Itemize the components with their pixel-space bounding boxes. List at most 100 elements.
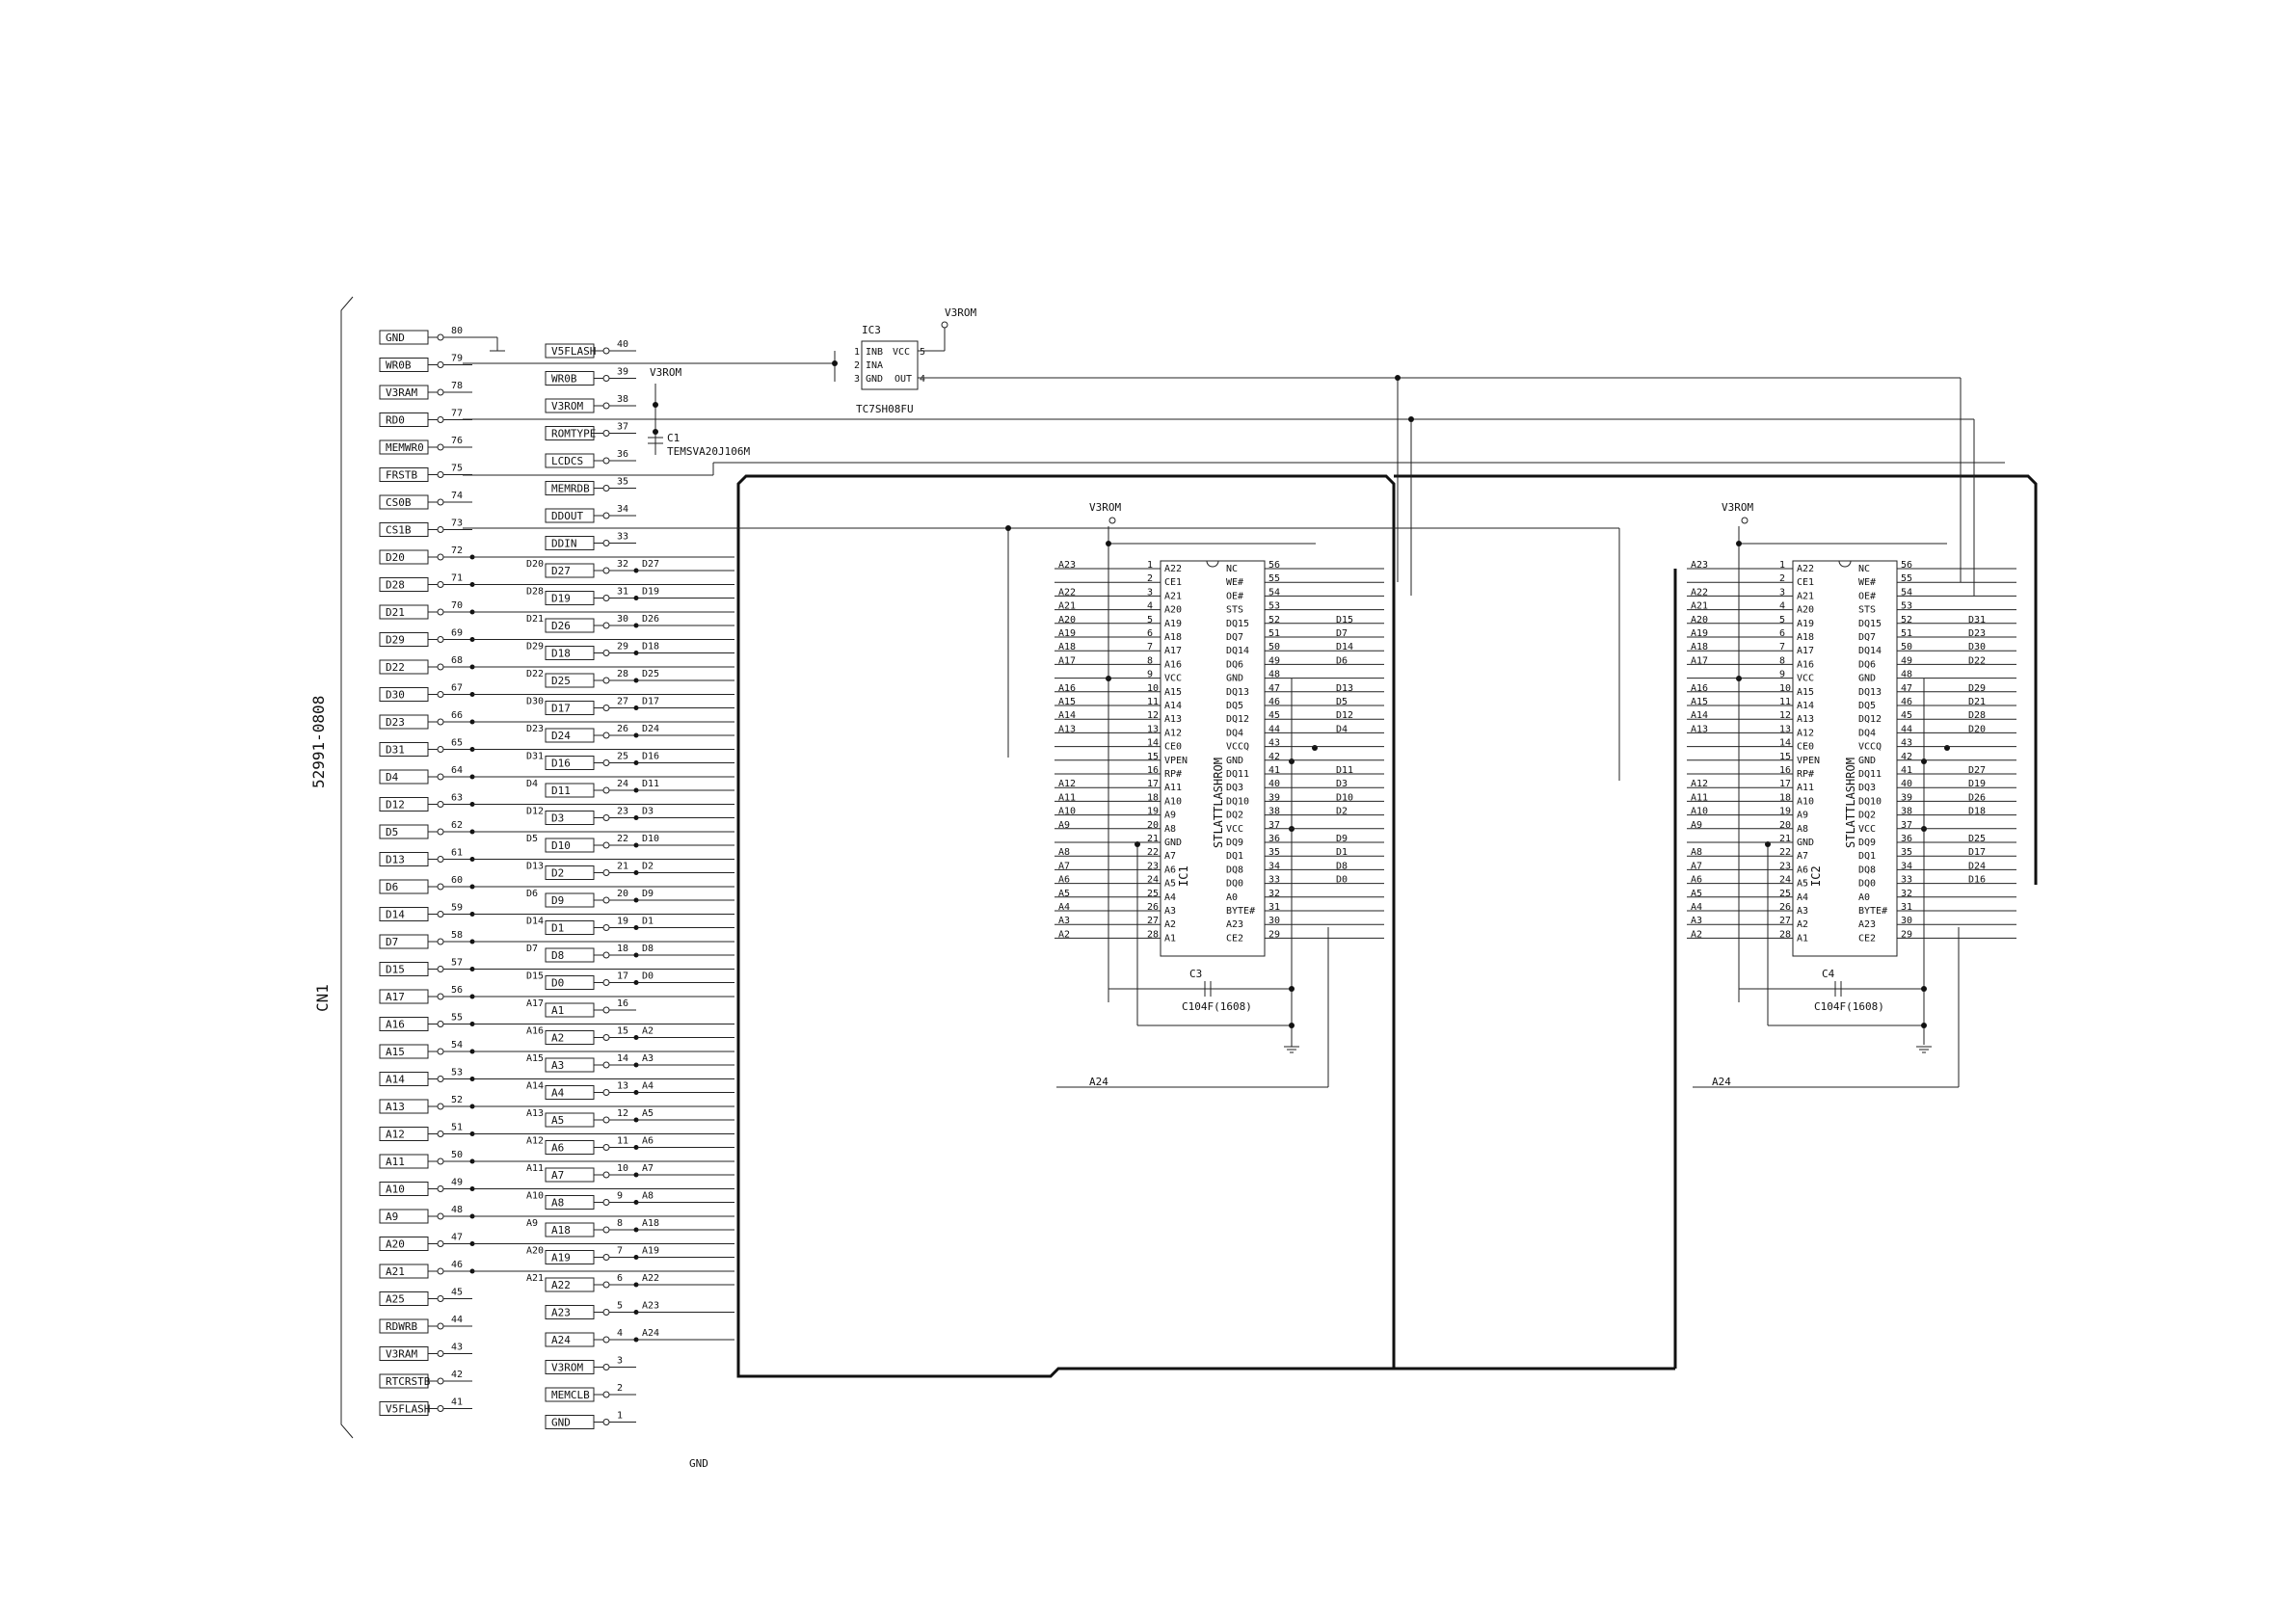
chip-pin-number: 10 <box>1147 683 1159 694</box>
connector-pin-number: 44 <box>451 1315 463 1325</box>
chip-net-label: A20 <box>1058 615 1076 625</box>
chip-pin-number: 55 <box>1268 573 1280 584</box>
net-label: D6 <box>526 889 538 899</box>
chip-pin-number: 21 <box>1779 834 1791 844</box>
chip-net-label: A22 <box>1691 587 1708 598</box>
connector-pin-number: 64 <box>451 765 463 776</box>
chip-pin-name: A19 <box>1797 619 1814 629</box>
connector-pin-label: A23 <box>551 1307 571 1319</box>
chip-pin-number: 8 <box>1147 655 1153 666</box>
chip-net-label: A16 <box>1058 683 1076 694</box>
chip-pin-name: A15 <box>1164 687 1182 698</box>
connector-pin-label: V3ROM <box>551 400 583 412</box>
chip-pin-name: A6 <box>1164 865 1176 875</box>
connector-pin-number: 72 <box>451 545 463 556</box>
chip-pin-name: A9 <box>1164 811 1176 821</box>
chip-net-label: D12 <box>1336 710 1353 721</box>
connector-pin-number: 57 <box>451 958 463 969</box>
chip-net-label: A6 <box>1691 875 1702 886</box>
connector-pin-number: 50 <box>451 1150 463 1160</box>
connector-contact <box>602 1144 610 1151</box>
connector-pin-number: 55 <box>451 1013 463 1024</box>
connector-pin-label: MEMCLB <box>551 1389 590 1401</box>
chip-pin-number: 12 <box>1779 710 1791 721</box>
chip-net-label: A12 <box>1058 779 1076 789</box>
connector-contact <box>437 416 444 423</box>
net-label: D4 <box>526 779 538 789</box>
connector-pin-label: MEMRDB <box>551 483 590 495</box>
chip-net-label: A16 <box>1691 683 1708 694</box>
connector-pin-number: 61 <box>451 848 463 859</box>
chip-pin-name: A2 <box>1797 919 1808 930</box>
connector-pin-label: D3 <box>551 812 564 825</box>
connector-pin-number: 80 <box>451 326 463 336</box>
connector-pin-number: 18 <box>617 944 628 954</box>
chip-pin-name: BYTE# <box>1226 906 1255 917</box>
flash-chip-body <box>1792 560 1898 957</box>
c1-value: TEMSVA20J106M <box>667 445 750 458</box>
connector-pin-label: CS1B <box>386 524 412 537</box>
chip-pin-name: BYTE# <box>1858 906 1887 917</box>
chip-pin-name: DQ13 <box>1858 687 1882 698</box>
connector-contact <box>437 801 444 808</box>
net-label: A20 <box>526 1246 544 1257</box>
chip-pin-name: DQ5 <box>1858 701 1876 711</box>
net-label: D17 <box>642 697 659 707</box>
chip-pin-name: A18 <box>1164 632 1182 643</box>
connector-pin-label: RD0 <box>386 414 405 427</box>
ground-label: GND <box>689 1457 708 1470</box>
net-label: D12 <box>526 807 544 817</box>
connector-pin-number: 42 <box>451 1370 463 1380</box>
chip-pin-name: A14 <box>1164 701 1182 711</box>
connector-pin-number: 32 <box>617 559 628 570</box>
connector-pin-label: D7 <box>386 936 398 948</box>
ic2-supply-label: V3ROM <box>1722 501 1753 514</box>
connector-contact <box>602 841 610 849</box>
connector-pin-label: FRSTB <box>386 469 417 482</box>
chip-pin-name: WE# <box>1858 577 1876 588</box>
connector-pin-label: A7 <box>551 1169 564 1182</box>
connector-pin-number: 41 <box>451 1397 463 1408</box>
connector-contact <box>602 1034 610 1041</box>
ic1-supply-label: V3ROM <box>1089 501 1121 514</box>
connector-pin-label: MEMWR0 <box>386 441 424 454</box>
connector-pin-number: 45 <box>451 1288 463 1298</box>
connector-pin-label: A25 <box>386 1293 405 1306</box>
chip-net-label: D29 <box>1968 683 1986 694</box>
net-label: D19 <box>642 587 659 598</box>
connector-contact <box>602 1226 610 1234</box>
chip-net-label: A14 <box>1058 710 1076 721</box>
connector-pin-number: 66 <box>451 710 463 721</box>
connector-contact <box>437 911 444 918</box>
chip-pin-name: DQ8 <box>1226 865 1243 875</box>
chip-pin-name: VCC <box>1858 824 1876 835</box>
chip-notch <box>1838 560 1852 568</box>
chip-pin-name: A16 <box>1164 659 1182 670</box>
chip-pin-number: 36 <box>1268 834 1280 844</box>
net-label: D31 <box>526 752 544 762</box>
connector-pin-label: A17 <box>386 991 405 1003</box>
chip-net-label: A3 <box>1058 916 1070 926</box>
connector-pin-label: D6 <box>386 881 398 893</box>
chip-pin-number: 47 <box>1268 683 1280 694</box>
connector-pin-number: 46 <box>451 1260 463 1270</box>
chip-pin-number: 51 <box>1901 628 1912 639</box>
chip-pin-number: 37 <box>1901 820 1912 831</box>
connector-pin-label: A24 <box>551 1334 571 1346</box>
connector-pin-label: D19 <box>551 593 571 605</box>
net-label: D5 <box>526 834 538 844</box>
chip-pin-name: DQ11 <box>1858 769 1882 780</box>
chip-pin-number: 27 <box>1779 916 1791 926</box>
chip-pin-number: 3 <box>1779 587 1785 598</box>
chip-net-label: A20 <box>1691 615 1708 625</box>
connector-pin-number: 27 <box>617 697 628 707</box>
connector-pin-label: DDIN <box>551 538 577 550</box>
chip-net-label: A13 <box>1058 724 1076 734</box>
chip-pin-name: A23 <box>1858 919 1876 930</box>
connector-contact <box>437 718 444 726</box>
chip-pin-name: A7 <box>1797 851 1808 862</box>
chip-pin-name: OE# <box>1226 591 1243 601</box>
connector-contact <box>437 361 444 368</box>
chip-pin-number: 2 <box>1147 573 1153 584</box>
